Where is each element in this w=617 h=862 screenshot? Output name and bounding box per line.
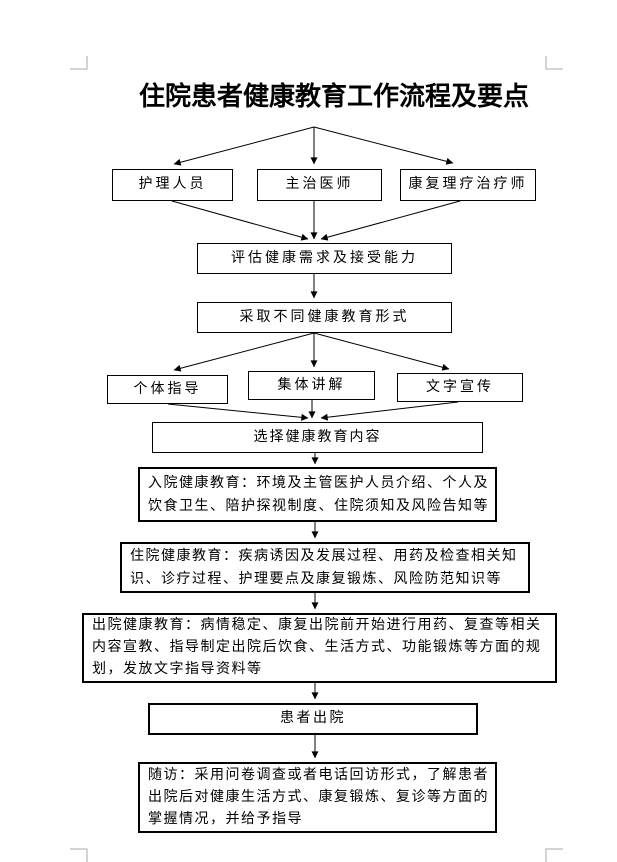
text-line: 随访：采用问卷调查或者电话回访形式，了解患者 (148, 767, 489, 783)
flow-node-admission: 入院健康教育：环境及主管医护人员介绍、个人及 饮食卫生、陪护探视制度、住院须知及… (138, 467, 497, 522)
flow-node-group: 集体讲解 (248, 371, 375, 400)
arrow-origin-therapist (313, 126, 454, 165)
flow-node-patient-discharge: 患者出院 (148, 703, 478, 735)
text-line: 饮食卫生、陪护探视制度、住院须知及风险告知等 (148, 498, 489, 514)
text-line: 出院健康教育：病情稳定、康复出院前开始进行用药、复查等相关 (92, 618, 542, 633)
arrow-nurse-assess (171, 200, 309, 241)
text-line: 内容宣教、指导制定出院后饮食、生活方式、功能锻炼等方面的规 (92, 640, 542, 655)
margin-mark-bottom-right (545, 848, 563, 862)
flow-node-select: 选择健康教育内容 (152, 422, 483, 453)
margin-marks (70, 56, 563, 862)
arrows (167, 126, 461, 759)
flow-node-forms: 采取不同健康教育形式 (197, 302, 452, 333)
text-line: 出院后对健康生活方式、康复锻炼、复诊等方面的 (148, 789, 489, 805)
flow-node-physician: 主治医师 (257, 169, 382, 201)
arrow-therapist-assess (320, 200, 461, 241)
arrow-forms-written (313, 332, 450, 371)
arrow-origin-nurse (173, 126, 315, 166)
text-line: 掌握情况，并给予指导 (148, 811, 303, 827)
text-line: 识、诊疗过程、护理要点及康复锻炼、风险防范知识等 (130, 571, 502, 587)
flow-node-individual: 个体指导 (107, 375, 228, 404)
flow-node-therapist: 康复理疗治疗师 (400, 169, 536, 201)
text-line: 划，发放文字指导资料等 (92, 662, 263, 677)
margin-mark-bottom-left (70, 848, 88, 862)
text-line: 住院健康教育：疾病诱因及发展过程、用药及检查相关知 (130, 548, 518, 564)
flow-node-nurse: 护理人员 (112, 169, 233, 201)
margin-mark-top-right (545, 56, 563, 70)
flow-node-followup: 随访：采用问卷调查或者电话回访形式，了解患者 出院后对健康生活方式、康复锻炼、复… (138, 762, 497, 833)
arrow-written-select (320, 401, 459, 421)
flow-node-assess: 评估健康需求及接受能力 (197, 243, 452, 274)
text-line: 入院健康教育：环境及主管医护人员介绍、个人及 (148, 475, 489, 491)
flow-node-inpatient: 住院健康教育：疾病诱因及发展过程、用药及检查相关知 识、诊疗过程、护理要点及康复… (120, 542, 530, 593)
flow-node-discharge: 出院健康教育：病情稳定、康复出院前开始进行用药、复查等相关 内容宣教、指导制定出… (82, 613, 557, 683)
page-title: 住院患者健康教育工作流程及要点 (139, 82, 530, 111)
arrow-individual-select (167, 403, 309, 421)
flow-node-written: 文字宣传 (397, 373, 523, 402)
arrow-forms-individual (173, 332, 315, 372)
margin-mark-top-left (70, 56, 88, 70)
